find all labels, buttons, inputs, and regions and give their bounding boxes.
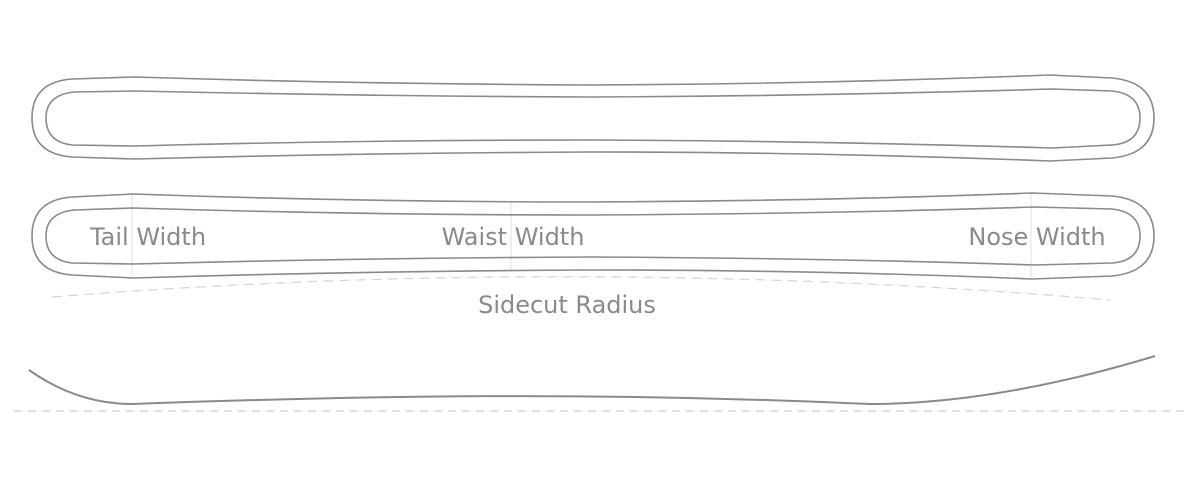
waist-width-label: Waist Width: [442, 223, 585, 251]
ski-width-view-inner-outline: [45, 206, 1141, 266]
tail-width-label: Tail Width: [89, 223, 206, 251]
sidecut-radius: Sidecut Radius: [51, 276, 1111, 319]
ski-top-view: [31, 74, 1155, 162]
ski-width-view-outer-outline: [31, 192, 1155, 280]
sidecut-radius-label: Sidecut Radius: [478, 291, 656, 319]
ski-width-view: Tail Width Waist Width Nose Width: [31, 192, 1155, 280]
ski-top-view-outer-outline: [31, 74, 1155, 162]
ski-side-profile: [14, 355, 1190, 412]
ski-top-view-inner-outline: [45, 88, 1141, 149]
sidecut-radius-arc: [51, 276, 1111, 301]
nose-width-label: Nose Width: [968, 223, 1105, 251]
ski-profile-line: [28, 355, 1156, 406]
